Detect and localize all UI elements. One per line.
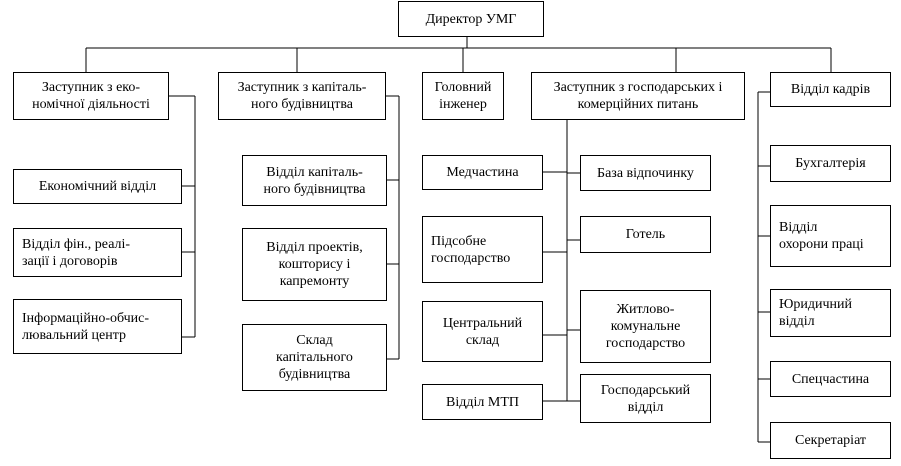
capital-warehouse-box: Склад капітального будівництва (242, 324, 387, 391)
hotel-box: Готель (580, 216, 711, 253)
it-center-box: Інформаційно-обчис- лювальний центр (13, 299, 182, 354)
deputy-capital-box: Заступник з капіталь- ного будівництва (218, 72, 386, 120)
director-box: Директор УМГ (398, 1, 544, 37)
finance-dept-box: Відділ фін., реалі- зації і договорів (13, 228, 182, 277)
household-dept-box: Господарський відділ (580, 374, 711, 423)
economic-dept-box: Економічний відділ (13, 169, 182, 204)
labor-protection-box: Відділ охорони праці (770, 205, 891, 267)
housing-box: Житлово- комунальне господарство (580, 290, 711, 363)
deputy-commerce-box: Заступник з господарських і комерційних … (531, 72, 745, 120)
chief-engineer-box: Головний інженер (422, 72, 504, 120)
central-warehouse-box: Центральний склад (422, 301, 543, 362)
auxiliary-farm-box: Підсобне господарство (422, 216, 543, 283)
hr-dept-box: Відділ кадрів (770, 72, 891, 107)
legal-dept-box: Юридичний відділ (770, 289, 891, 337)
medical-unit-box: Медчастина (422, 155, 543, 190)
rest-base-box: База відпочинку (580, 155, 711, 191)
accounting-box: Бухгалтерія (770, 145, 891, 182)
special-unit-box: Спецчастина (770, 361, 891, 397)
capital-dept-box: Відділ капіталь- ного будівництва (242, 155, 387, 206)
mtp-dept-box: Відділ МТП (422, 384, 543, 420)
secretariat-box: Секретаріат (770, 422, 891, 459)
projects-dept-box: Відділ проектів, кошторису і капремонту (242, 228, 387, 301)
deputy-economic-box: Заступник з еко- номічної діяльності (13, 72, 169, 120)
